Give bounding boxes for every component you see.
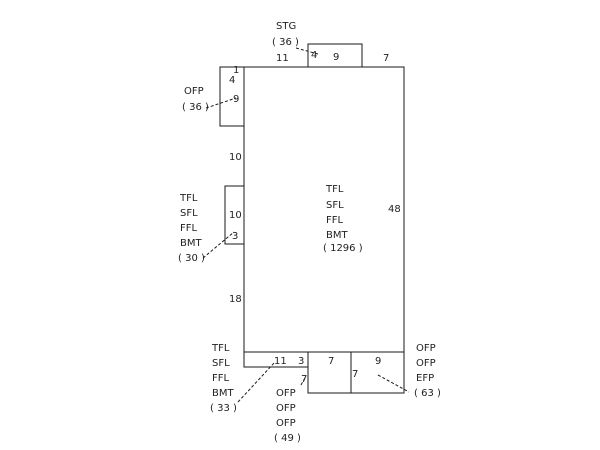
tfl-left-label-2: SFL	[180, 208, 198, 219]
tfl-bottom-area: ( 33 )	[210, 403, 237, 414]
tfl-left-dim-a: 10	[229, 210, 242, 221]
stg-dim-left: 11	[276, 53, 289, 64]
tfl-left-dim-b: 3	[232, 231, 238, 242]
stg-outline	[307, 43, 363, 68]
tfl-left-label-3: FFL	[180, 223, 198, 234]
ofp-left-label: OFP	[184, 86, 204, 97]
ofp-bottom-dim-side: 7	[301, 374, 307, 385]
tfl-bottom-label-2: SFL	[212, 358, 230, 369]
tfl-left-outline	[224, 185, 245, 245]
ofp-left-outline	[219, 66, 245, 127]
tfl-bottom-label-3: FFL	[212, 373, 230, 384]
tfl-bottom-label-1: TFL	[211, 343, 230, 354]
ofp-bottom-label-3: OFP	[276, 418, 296, 429]
ofp-right-area: ( 63 )	[414, 388, 441, 399]
ofp-bottom-area: ( 49 )	[274, 433, 301, 444]
stg-dim-inner-b: 9	[333, 52, 339, 63]
main-area-label-3: FFL	[326, 215, 344, 226]
main-dim-left-top: 1	[233, 65, 239, 76]
ofp-bottom-leader	[300, 375, 307, 386]
ofp-left-dim-b: 9	[233, 94, 239, 105]
ofp-right-label-1: OFP	[416, 343, 436, 354]
ofp-right-label-3: EFP	[416, 373, 434, 384]
main-area-total: ( 1296 )	[323, 243, 363, 254]
stg-dim-right: 7	[383, 53, 389, 64]
stg-label: STG	[276, 21, 296, 32]
ofp-right-dim-top: 9	[375, 356, 381, 367]
ofp-left-dim-a: 4	[229, 75, 235, 86]
stg-dim-inner-a: 4	[311, 50, 317, 61]
tfl-bottom-dim-b: 3	[298, 356, 304, 367]
tfl-left-area: ( 30 )	[178, 253, 205, 264]
ofp-left-leader	[205, 97, 237, 109]
ofp-right-dim-side: 7	[352, 369, 358, 380]
ofp-right-leader	[377, 374, 410, 393]
ofp-bottom-label-1: OFP	[276, 388, 296, 399]
tfl-left-label-1: TFL	[179, 193, 198, 204]
main-area-label-2: SFL	[326, 200, 344, 211]
main-area-outline	[243, 66, 405, 353]
ofp-right-label-2: OFP	[416, 358, 436, 369]
ofp-bottom-dim-top: 7	[328, 356, 334, 367]
tfl-bottom-leader	[237, 361, 276, 403]
tfl-left-leader	[202, 231, 235, 259]
tfl-bottom-dim-a: 11	[274, 356, 287, 367]
main-dim-left-mid: 10	[229, 152, 242, 163]
main-area-label-1: TFL	[325, 184, 344, 195]
main-dim-left-low: 18	[229, 294, 242, 305]
ofp-bottom-label-2: OFP	[276, 403, 296, 414]
stg-area: ( 36 )	[272, 37, 299, 48]
stg-leader	[295, 47, 319, 55]
ofp-left-area: ( 36 )	[182, 102, 209, 113]
ofp-right-outline	[350, 351, 405, 394]
tfl-bottom-label-4: BMT	[212, 388, 234, 399]
main-area-label-4: BMT	[326, 230, 348, 241]
main-dim-right: 48	[388, 204, 401, 215]
tfl-left-label-4: BMT	[180, 238, 202, 249]
